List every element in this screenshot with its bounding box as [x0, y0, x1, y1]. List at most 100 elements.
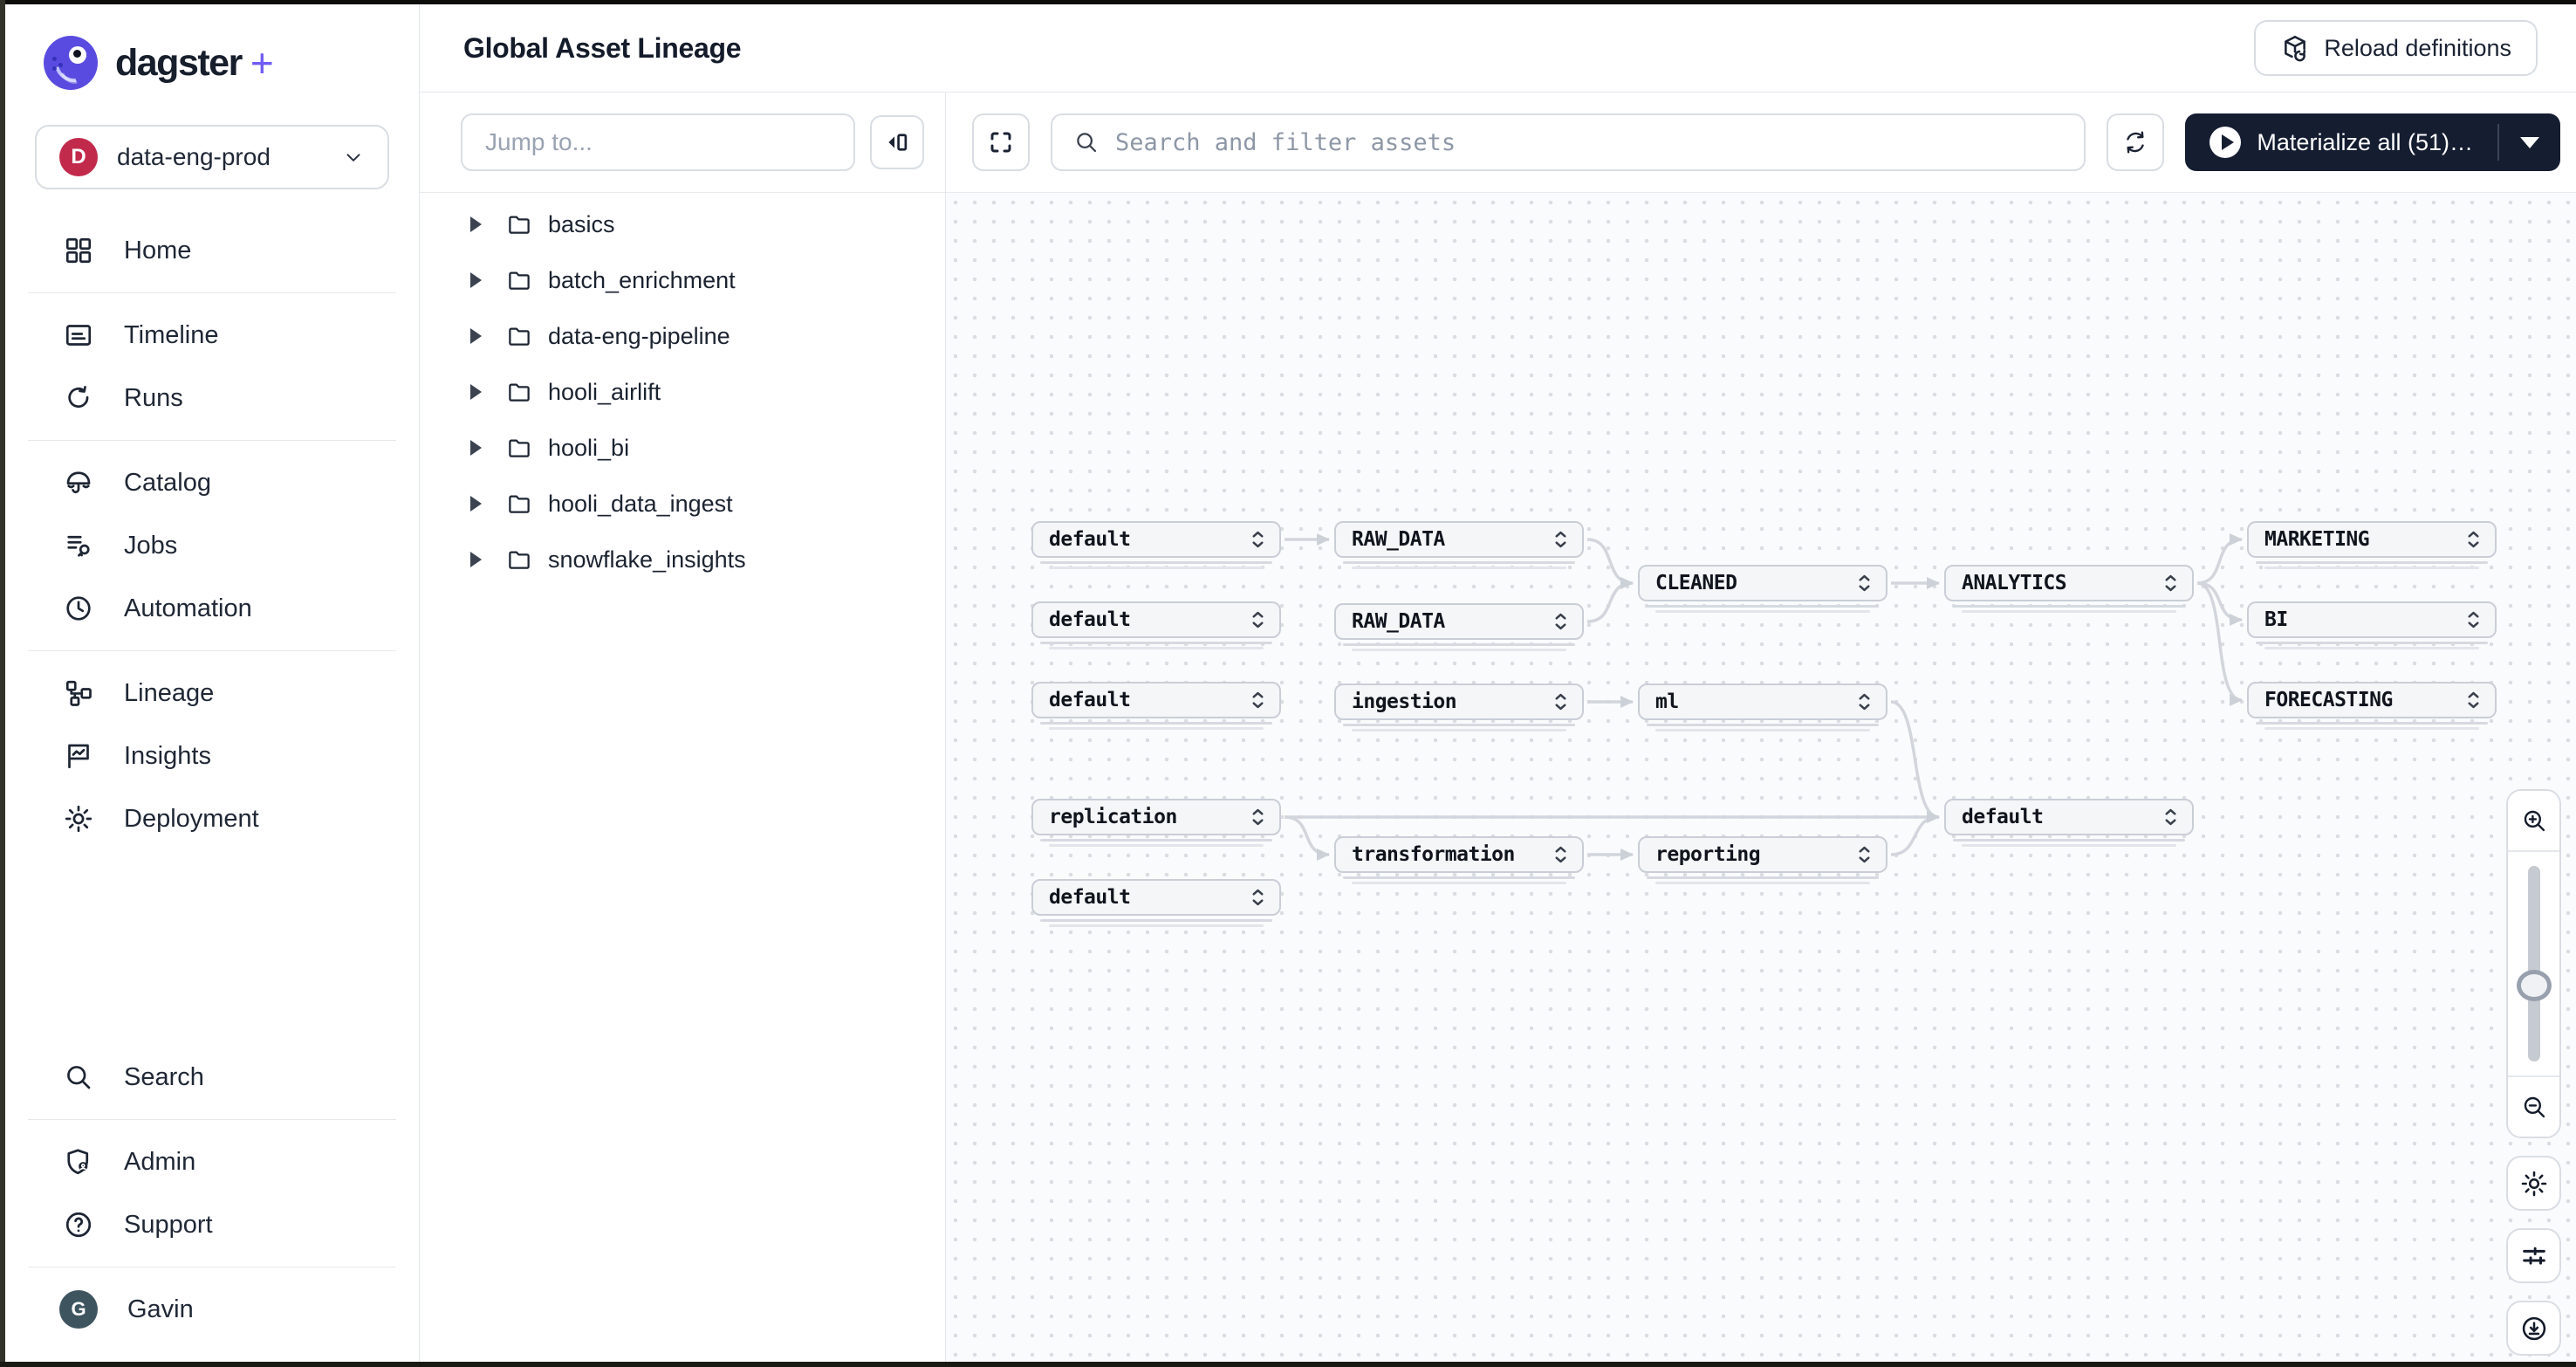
workspace-selector[interactable]: D data-eng-prod: [35, 125, 389, 189]
unfold-icon[interactable]: [1553, 610, 1568, 633]
sidebar-item-label: Home: [124, 236, 192, 264]
unfold-icon[interactable]: [2466, 608, 2481, 631]
sidebar-item-catalog[interactable]: Catalog: [5, 451, 419, 514]
graph-node-analytics[interactable]: ANALYTICS: [1944, 565, 2194, 613]
tree-row-basics[interactable]: basics: [420, 196, 945, 252]
graph-node-label: CLEANED: [1655, 572, 1737, 594]
materialize-all-button[interactable]: Materialize all (51)…: [2185, 113, 2497, 171]
zoom-slider-thumb[interactable]: [2516, 970, 2552, 1001]
unfold-icon[interactable]: [1857, 572, 1872, 594]
gear-icon: [63, 803, 94, 835]
download-image-button[interactable]: [2506, 1301, 2561, 1356]
graph-node-default_a[interactable]: default: [1031, 521, 1281, 569]
sidebar-item-timeline[interactable]: Timeline: [5, 304, 419, 367]
graph-node-reporting[interactable]: reporting: [1638, 836, 1887, 884]
tree-row-hooli_data_ingest[interactable]: hooli_data_ingest: [420, 476, 945, 532]
unfold-icon[interactable]: [1250, 689, 1265, 711]
graph-settings-button[interactable]: [2506, 1156, 2561, 1211]
graph-node-transformation[interactable]: transformation: [1334, 836, 1584, 884]
zoom-in-button[interactable]: [2508, 791, 2559, 852]
sidebar-item-insights[interactable]: Insights: [5, 725, 419, 787]
unfold-icon[interactable]: [1553, 528, 1568, 551]
caret-right-icon[interactable]: [470, 552, 482, 567]
shield-user-icon: [63, 1146, 94, 1178]
unfold-icon[interactable]: [1250, 608, 1265, 631]
lineage-edge-reporting-default_d: [1890, 811, 1940, 856]
zoom-out-button[interactable]: [2508, 1075, 2559, 1137]
asset-search-box[interactable]: [1051, 113, 2086, 171]
unfold-icon[interactable]: [2163, 806, 2178, 828]
sidebar-item-lineage[interactable]: Lineage: [5, 662, 419, 725]
asset-search-input[interactable]: [1115, 128, 2064, 156]
graph-node-marketing[interactable]: MARKETING: [2247, 521, 2497, 569]
caret-right-icon[interactable]: [470, 328, 482, 344]
graph-node-default_d[interactable]: default: [1944, 799, 2194, 847]
graph-node-default_b[interactable]: default: [1031, 601, 1281, 649]
caret-right-icon[interactable]: [470, 272, 482, 288]
sidebar-item-label: Automation: [124, 594, 252, 622]
graph-filters-button[interactable]: [2506, 1228, 2561, 1283]
graph-node-label: ingestion: [1352, 690, 1457, 713]
graph-node-label: replication: [1049, 806, 1177, 828]
fullscreen-button[interactable]: [972, 113, 1030, 171]
unfold-icon[interactable]: [1553, 843, 1568, 866]
graph-node-ml[interactable]: ml: [1638, 684, 1887, 732]
collapse-panel-button[interactable]: [870, 115, 924, 169]
unfold-icon[interactable]: [1857, 843, 1872, 866]
tree-row-snowflake_insights[interactable]: snowflake_insights: [420, 532, 945, 587]
sidebar-item-home[interactable]: Home: [5, 219, 419, 282]
user-menu[interactable]: G Gavin: [5, 1278, 419, 1341]
sidebar-item-runs[interactable]: Runs: [5, 367, 419, 429]
insights-icon: [63, 740, 94, 772]
unfold-icon[interactable]: [1553, 690, 1568, 713]
graph-node-default_e[interactable]: default: [1031, 879, 1281, 927]
reload-definitions-button[interactable]: Reload definitions: [2254, 20, 2538, 76]
caret-right-icon[interactable]: [470, 440, 482, 456]
graph-node-raw_data_b[interactable]: RAW_DATA: [1334, 603, 1584, 651]
tree-row-hooli_airlift[interactable]: hooli_airlift: [420, 364, 945, 420]
graph-node-replication[interactable]: replication: [1031, 799, 1281, 847]
refresh-button[interactable]: [2107, 113, 2165, 171]
sidebar-item-deployment[interactable]: Deployment: [5, 787, 419, 850]
unfold-icon[interactable]: [2163, 572, 2178, 594]
graph-node-default_c[interactable]: default: [1031, 682, 1281, 730]
caret-right-icon[interactable]: [470, 384, 482, 400]
materialize-options-button[interactable]: [2499, 113, 2560, 171]
search-icon: [1073, 129, 1100, 155]
help-icon: [63, 1209, 94, 1240]
tree-row-data-eng-pipeline[interactable]: data-eng-pipeline: [420, 308, 945, 364]
logo[interactable]: dagster +: [44, 36, 419, 90]
settings-sliders-icon: [2519, 1241, 2549, 1271]
graph-node-ingestion[interactable]: ingestion: [1334, 684, 1584, 732]
caret-right-icon[interactable]: [470, 216, 482, 232]
caret-right-icon[interactable]: [470, 496, 482, 512]
screenshot-top-edge: [0, 0, 2576, 4]
sidebar-item-automation[interactable]: Automation: [5, 577, 419, 640]
sidebar-item-label: Timeline: [124, 320, 219, 349]
sidebar-item-search[interactable]: Search: [5, 1046, 419, 1109]
graph-node-cleaned[interactable]: CLEANED: [1638, 565, 1887, 613]
sidebar-item-jobs[interactable]: Jobs: [5, 514, 419, 577]
sidebar-item-admin[interactable]: Admin: [5, 1130, 419, 1193]
unfold-icon[interactable]: [1857, 690, 1872, 713]
main-column: Global Asset Lineage Reload definitions …: [420, 4, 2576, 1362]
graph-node-forecasting[interactable]: FORECASTING: [2247, 682, 2497, 730]
zoom-slider[interactable]: [2508, 852, 2559, 1075]
unfold-icon[interactable]: [1250, 886, 1265, 909]
folder-name: hooli_data_ingest: [548, 490, 733, 517]
canvas-controls: [2506, 789, 2561, 1356]
sidebar-item-support[interactable]: Support: [5, 1193, 419, 1256]
unfold-icon[interactable]: [2466, 689, 2481, 711]
folder-name: basics: [548, 210, 615, 237]
tree-row-hooli_bi[interactable]: hooli_bi: [420, 420, 945, 476]
unfold-icon[interactable]: [1250, 806, 1265, 828]
graph-node-raw_data_a[interactable]: RAW_DATA: [1334, 521, 1584, 569]
unfold-icon[interactable]: [2466, 528, 2481, 551]
jump-to-input[interactable]: [461, 113, 855, 171]
graph-node-bi[interactable]: BI: [2247, 601, 2497, 649]
unfold-icon[interactable]: [1250, 528, 1265, 551]
zoom-slider-track[interactable]: [2527, 866, 2540, 1061]
tree-row-batch_enrichment[interactable]: batch_enrichment: [420, 252, 945, 308]
